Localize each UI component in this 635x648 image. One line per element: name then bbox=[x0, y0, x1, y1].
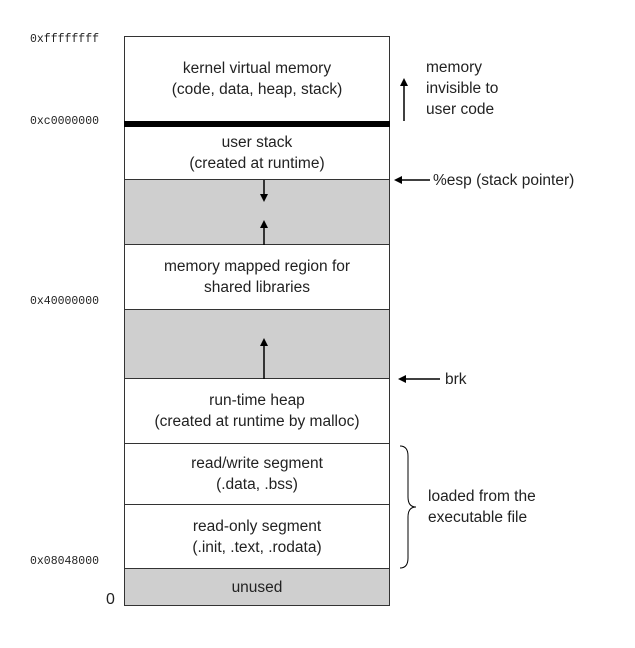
segment-user-stack-title: user stack bbox=[221, 134, 293, 151]
segment-rw: read/write segment (.data, .bss) bbox=[124, 444, 390, 505]
brk-label: brk bbox=[445, 371, 467, 388]
address-program-start: 0x08048000 bbox=[30, 555, 100, 568]
segment-ro-title: read-only segment bbox=[192, 517, 322, 535]
segment-kernel: kernel virtual memory (code, data, heap,… bbox=[124, 36, 390, 122]
segment-heap-detail: (created at runtime by malloc) bbox=[154, 413, 360, 430]
segment-stack-gap bbox=[124, 180, 390, 245]
address-zero: 0 bbox=[106, 591, 115, 608]
segment-kernel-detail: (code, data, heap, stack) bbox=[171, 81, 343, 98]
segment-ro-detail: (.init, .text, .rodata) bbox=[192, 538, 322, 556]
segment-rw-detail: (.data, .bss) bbox=[216, 476, 298, 493]
segment-mmap: memory mapped region for shared librarie… bbox=[124, 245, 390, 310]
segment-mmap-title: memory mapped region for bbox=[163, 258, 351, 275]
invisible-note: memory invisible to user code bbox=[426, 57, 498, 120]
segment-unused-title: unused bbox=[231, 578, 283, 596]
address-kernel-base: 0xc0000000 bbox=[30, 115, 100, 128]
invisible-note-line3: user code bbox=[426, 101, 495, 118]
loaded-note-line1: loaded from the bbox=[428, 488, 536, 505]
segment-user-stack-detail: (created at runtime) bbox=[189, 155, 325, 172]
kernel-boundary-bar bbox=[124, 121, 390, 127]
address-shared-libs: 0x40000000 bbox=[30, 295, 100, 308]
loaded-brace bbox=[399, 445, 417, 569]
segment-heap-gap bbox=[124, 310, 390, 379]
invisible-note-line2: invisible to bbox=[426, 80, 499, 97]
loaded-note: loaded from the executable file bbox=[428, 486, 536, 528]
invisible-note-line1: memory bbox=[426, 59, 482, 76]
segment-heap-title: run-time heap bbox=[209, 392, 305, 409]
segment-rw-title: read/write segment bbox=[191, 455, 323, 472]
segment-kernel-title: kernel virtual memory bbox=[182, 60, 332, 77]
loaded-note-line2: executable file bbox=[428, 509, 528, 526]
esp-label: %esp (stack pointer) bbox=[433, 172, 575, 189]
address-kernel-top: 0xffffffff bbox=[30, 33, 100, 46]
segment-heap: run-time heap (created at runtime by mal… bbox=[124, 379, 390, 444]
segment-unused: unused bbox=[124, 569, 390, 606]
segment-user-stack: user stack (created at runtime) bbox=[124, 127, 390, 180]
segment-mmap-detail: shared libraries bbox=[204, 279, 310, 296]
segment-ro: read-only segment (.init, .text, .rodata… bbox=[124, 505, 390, 569]
